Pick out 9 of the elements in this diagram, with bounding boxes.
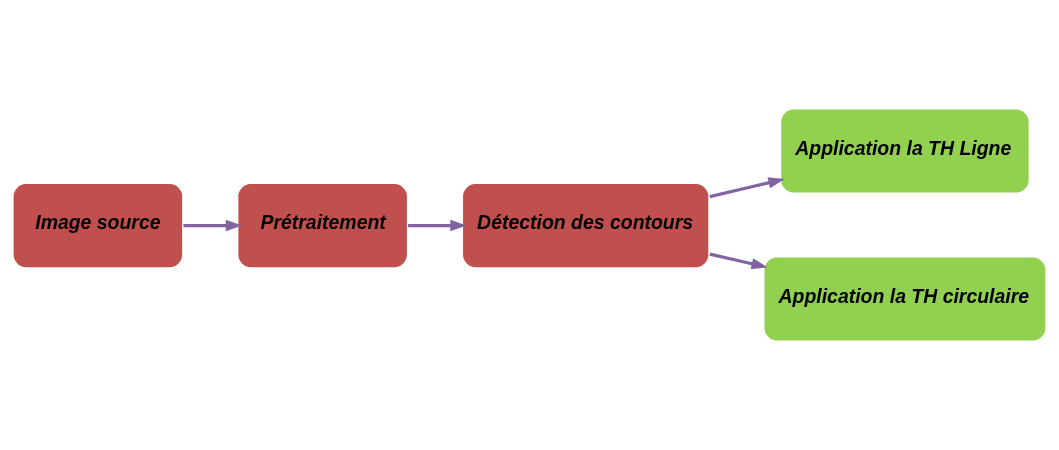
node-box: Application la TH circulaire xyxy=(762,255,1048,343)
node-box: Image source xyxy=(11,181,185,270)
node-box: Application la TH Ligne xyxy=(779,107,1031,195)
arrow xyxy=(709,252,768,270)
node-box: Prétraitement xyxy=(236,181,410,270)
arrow xyxy=(408,219,467,232)
arrow xyxy=(709,177,785,199)
arrow xyxy=(183,219,243,232)
node-box: Détection des contours xyxy=(460,181,711,270)
